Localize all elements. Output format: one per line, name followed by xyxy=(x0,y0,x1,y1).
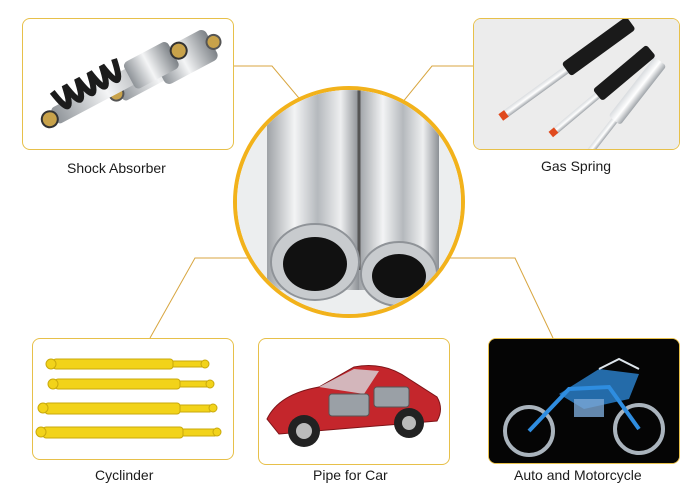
shock-absorber-card xyxy=(22,18,234,150)
shock-absorber-image xyxy=(40,29,222,129)
pipe-for-car-card xyxy=(258,338,450,465)
shock-absorber-label: Shock Absorber xyxy=(67,160,166,176)
gas-spring-image xyxy=(474,19,679,149)
cyclinder-card xyxy=(32,338,234,460)
gas-spring-card xyxy=(473,18,680,150)
cyclinder-image xyxy=(35,358,222,439)
auto-and-motorcycle-label: Auto and Motorcycle xyxy=(514,467,642,483)
auto-and-motorcycle-card xyxy=(488,338,680,464)
pipe-for-car-image xyxy=(266,365,441,447)
pipe-for-car-label: Pipe for Car xyxy=(313,467,388,483)
cyclinder-label: Cyclinder xyxy=(95,467,154,483)
auto-and-motorcycle-image xyxy=(489,339,679,463)
gas-spring-label: Gas Spring xyxy=(541,158,612,174)
steel-tube-center-image xyxy=(233,86,465,318)
